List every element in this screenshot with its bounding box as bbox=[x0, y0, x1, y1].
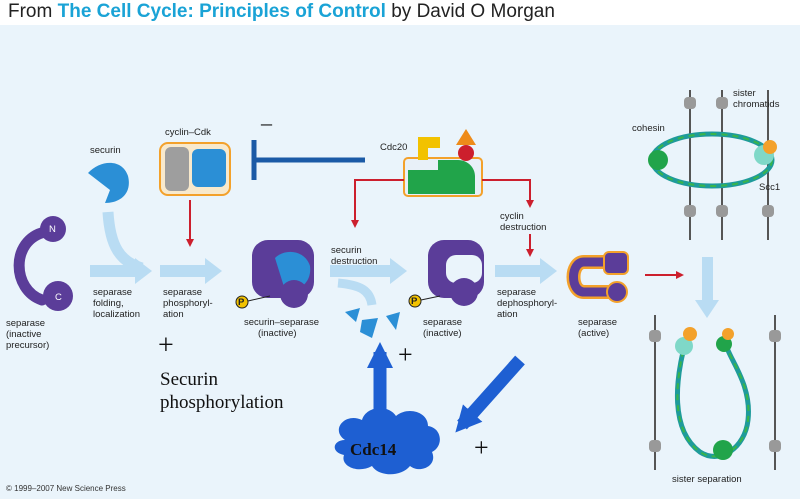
securin-destruction-label-2: destruction bbox=[331, 256, 377, 267]
separase-dephos-label-2: dephosphoryl- bbox=[497, 298, 557, 309]
securin-label: securin bbox=[90, 145, 121, 156]
cohesin-label: cohesin bbox=[632, 123, 665, 134]
securin-phosphorylation-label-1: Securin bbox=[160, 369, 219, 390]
sister-chromatids-label-line1: sister bbox=[733, 88, 756, 99]
securin-fragments bbox=[345, 308, 400, 338]
minus-sign: – bbox=[260, 110, 273, 135]
separase-inactive-label-1: separase bbox=[423, 317, 462, 328]
separase-precursor-label-1: separase bbox=[6, 318, 45, 329]
securin-separase-complex bbox=[235, 240, 314, 309]
flow-arrow-securin-binding bbox=[102, 211, 144, 274]
securin-phosphorylation-label-2: phosphorylation bbox=[160, 392, 284, 413]
book-title: The Cell Cycle: Principles of Control bbox=[57, 1, 386, 22]
cyclin-cdk-complex bbox=[159, 142, 231, 196]
inhibition-symbol bbox=[251, 140, 365, 180]
header-suffix: by David O Morgan bbox=[385, 1, 555, 22]
securin-protein bbox=[88, 162, 129, 203]
chromatid-nucleosomes-top bbox=[684, 97, 774, 217]
securin-separase-label-1: securin–separase bbox=[244, 317, 319, 328]
cdc20-apc-complex bbox=[403, 129, 483, 197]
separase-active-label-2: (active) bbox=[578, 328, 609, 339]
separase-inactive-label-2: (inactive) bbox=[423, 328, 462, 339]
cyclin-cdk-label: cyclin–Cdk bbox=[165, 127, 211, 138]
separated-chromatids bbox=[649, 315, 781, 470]
flow-arrow-phosphorylation bbox=[160, 258, 222, 284]
separase-inactive bbox=[408, 240, 484, 308]
flow-arrow-destruction bbox=[330, 258, 407, 306]
separase-phos-label-1: separase bbox=[163, 287, 202, 298]
plus-sign-fragments: + bbox=[398, 340, 413, 369]
securin-destruction-label-1: securin bbox=[331, 245, 362, 256]
cohesin-ring bbox=[648, 90, 777, 240]
scc1-label: Scc1 bbox=[759, 182, 780, 193]
plus-sign-phosphorylation: + bbox=[158, 330, 174, 361]
flow-arrow-separation bbox=[695, 257, 719, 318]
cyclin-destruction-label-2: destruction bbox=[500, 222, 546, 233]
cyclin-destruction-arrow-top bbox=[482, 179, 534, 208]
separase-folding-label-2: folding, bbox=[93, 298, 124, 309]
cdc20-label: Cdc20 bbox=[380, 142, 407, 153]
phosphate-label-b: P bbox=[411, 296, 418, 307]
sister-separation-label: sister separation bbox=[672, 474, 742, 485]
header-prefix: From bbox=[8, 1, 58, 22]
cdc14-cloud bbox=[334, 408, 440, 475]
securin-destruction-arrow bbox=[351, 179, 404, 228]
sister-chromatids-label-line2: chromatids bbox=[733, 99, 780, 110]
separase-active bbox=[566, 251, 629, 303]
separase-active-label-1: separase bbox=[578, 317, 617, 328]
securin-separase-label-2: (inactive) bbox=[258, 328, 297, 339]
separase-phos-label-3: ation bbox=[163, 309, 184, 320]
cyclin-destruction-label-1: cyclin bbox=[500, 211, 524, 222]
separase-dephos-label-3: ation bbox=[497, 309, 518, 320]
n-terminus-label: N bbox=[49, 224, 56, 235]
separase-dephos-label-1: separase bbox=[497, 287, 536, 298]
separase-phos-label-2: phosphoryl- bbox=[163, 298, 213, 309]
copyright-notice: © 1999–2007 New Science Press bbox=[6, 484, 126, 493]
flow-arrow-dephosphorylation bbox=[495, 258, 557, 284]
separase-folding-label-3: localization bbox=[93, 309, 140, 320]
cdc14-to-separase-arrow bbox=[455, 355, 525, 433]
cdc14-label: Cdc14 bbox=[350, 440, 397, 459]
plus-sign-cdc14: + bbox=[474, 433, 489, 462]
separase-precursor-label-2: (inactive bbox=[6, 329, 41, 340]
separase-folding-label-1: separase bbox=[93, 287, 132, 298]
separase-precursor bbox=[13, 216, 73, 311]
phosphate-label-a: P bbox=[238, 297, 245, 308]
header-title: From The Cell Cycle: Principles of Contr… bbox=[8, 1, 555, 23]
c-terminus-label: C bbox=[55, 292, 62, 303]
separase-precursor-label-3: precursor) bbox=[6, 340, 49, 351]
